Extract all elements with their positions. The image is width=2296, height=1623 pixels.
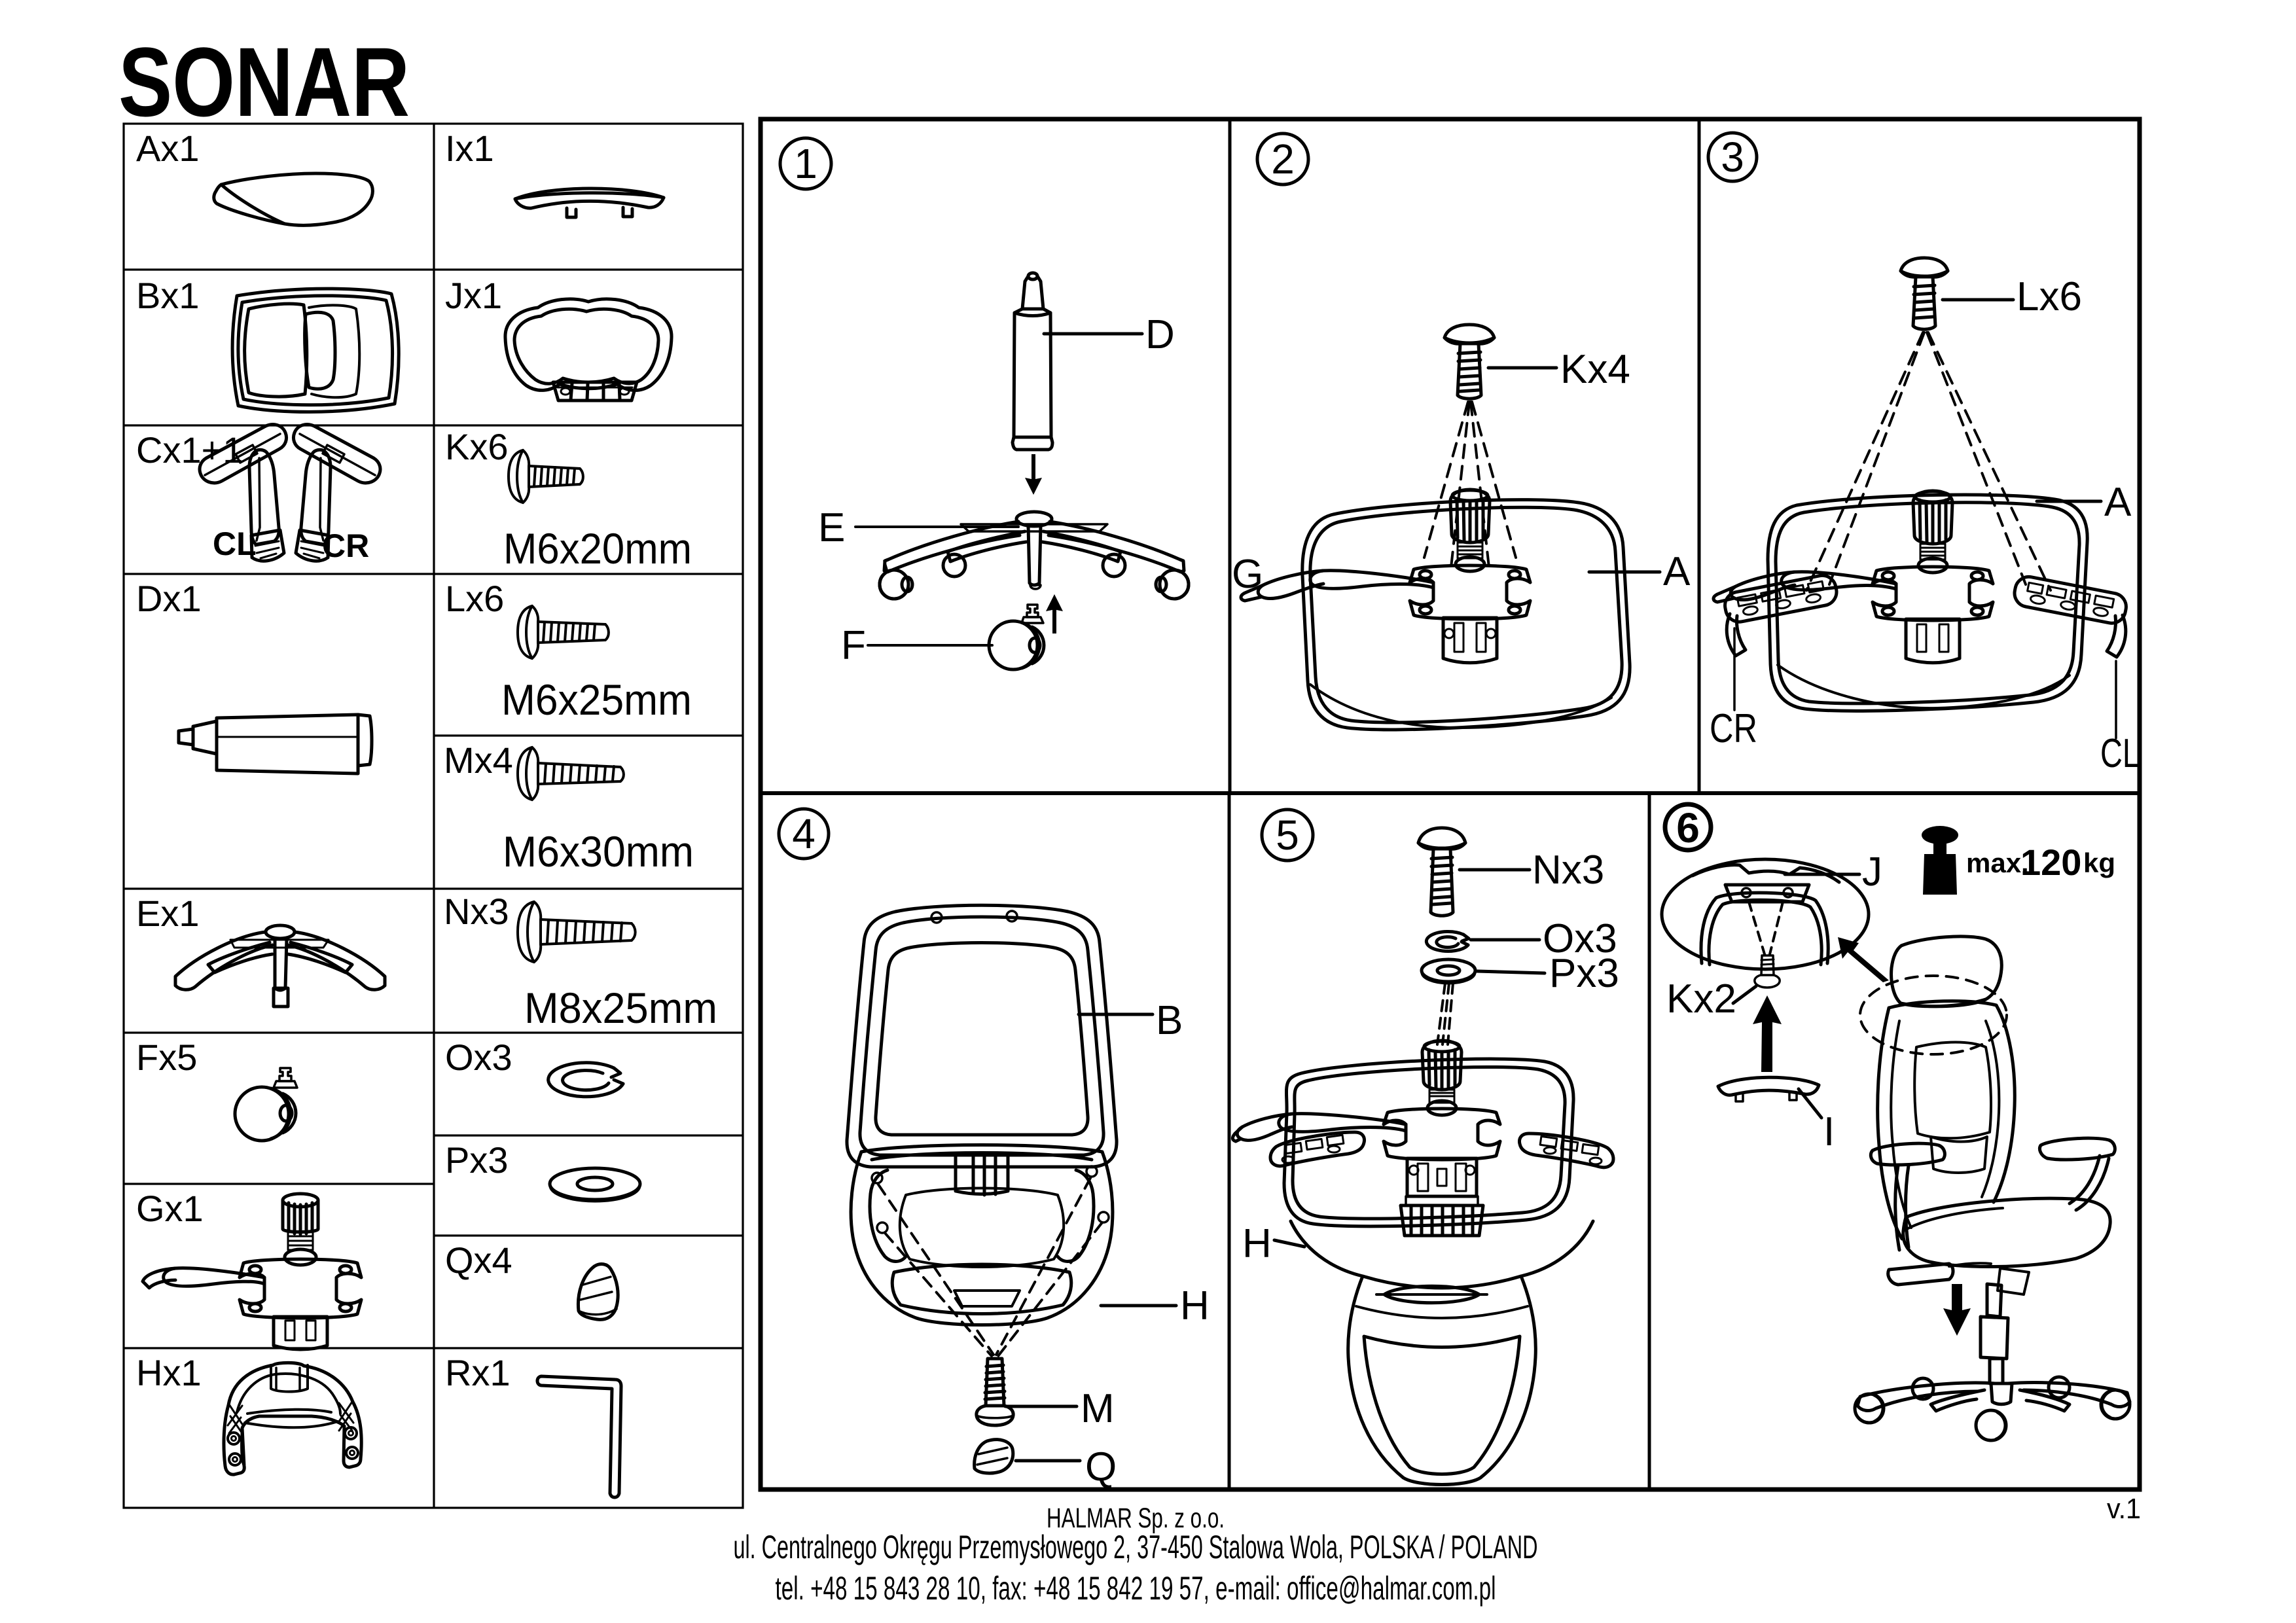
svg-text:Cx1+1: Cx1+1 bbox=[136, 429, 243, 471]
svg-text:E: E bbox=[818, 505, 845, 550]
svg-text:Kx6: Kx6 bbox=[445, 426, 509, 467]
svg-text:CL: CL bbox=[2100, 731, 2140, 776]
svg-text:CL: CL bbox=[213, 526, 257, 562]
svg-text:Rx1: Rx1 bbox=[445, 1352, 511, 1393]
svg-text:J: J bbox=[1862, 849, 1882, 895]
svg-text:Jx1: Jx1 bbox=[445, 275, 502, 316]
svg-text:F: F bbox=[841, 623, 866, 668]
svg-text:max.: max. bbox=[1966, 847, 2029, 878]
svg-text:v.1: v.1 bbox=[2107, 1493, 2141, 1525]
svg-text:M6x20mm: M6x20mm bbox=[503, 524, 692, 573]
svg-text:M8x25mm: M8x25mm bbox=[524, 984, 717, 1032]
svg-text:A: A bbox=[2104, 480, 2132, 525]
svg-text:3: 3 bbox=[1721, 134, 1744, 181]
svg-text:Px3: Px3 bbox=[1549, 951, 1619, 996]
svg-text:6: 6 bbox=[1676, 804, 1700, 851]
svg-text:tel. +48 15 843 28 10, fax: +4: tel. +48 15 843 28 10, fax: +48 15 842 1… bbox=[776, 1570, 1496, 1607]
svg-text:A: A bbox=[1663, 549, 1691, 594]
svg-text:ul. Centralnego Okręgu Przemys: ul. Centralnego Okręgu Przemysłowego 2, … bbox=[734, 1529, 1538, 1565]
svg-text:Mx4: Mx4 bbox=[444, 740, 513, 781]
svg-text:G: G bbox=[1232, 552, 1263, 597]
svg-text:Lx6: Lx6 bbox=[2017, 274, 2082, 319]
svg-text:I: I bbox=[1823, 1109, 1835, 1154]
svg-text:Hx1: Hx1 bbox=[136, 1352, 202, 1393]
svg-text:Ox3: Ox3 bbox=[445, 1037, 512, 1078]
svg-text:Lx6: Lx6 bbox=[445, 578, 504, 619]
svg-text:HALMAR Sp. z o.o.: HALMAR Sp. z o.o. bbox=[1047, 1503, 1225, 1534]
svg-text:Ix1: Ix1 bbox=[445, 128, 494, 169]
svg-text:H: H bbox=[1180, 1283, 1210, 1329]
svg-text:2: 2 bbox=[1271, 135, 1295, 183]
svg-text:Dx1: Dx1 bbox=[136, 578, 202, 619]
svg-text:5: 5 bbox=[1276, 812, 1299, 859]
svg-text:Bx1: Bx1 bbox=[136, 275, 200, 316]
svg-text:1: 1 bbox=[794, 140, 817, 187]
svg-text:Ax1: Ax1 bbox=[136, 128, 200, 169]
svg-text:Nx3: Nx3 bbox=[1532, 847, 1604, 893]
svg-text:Kx2: Kx2 bbox=[1666, 976, 1736, 1022]
svg-text:M: M bbox=[1081, 1386, 1115, 1431]
svg-text:Px3: Px3 bbox=[445, 1139, 509, 1181]
svg-text:B: B bbox=[1156, 998, 1183, 1043]
svg-text:Ox3: Ox3 bbox=[1543, 916, 1617, 961]
svg-text:120: 120 bbox=[2020, 842, 2081, 883]
svg-text:SONAR: SONAR bbox=[118, 27, 410, 137]
svg-text:Q: Q bbox=[1085, 1444, 1117, 1489]
svg-text:CR: CR bbox=[1710, 706, 1757, 751]
svg-text:Ex1: Ex1 bbox=[136, 893, 200, 934]
svg-text:Qx4: Qx4 bbox=[445, 1240, 512, 1281]
svg-text:Nx3: Nx3 bbox=[444, 891, 509, 932]
svg-text:M6x25mm: M6x25mm bbox=[501, 675, 692, 724]
svg-text:Gx1: Gx1 bbox=[136, 1188, 204, 1229]
svg-text:4: 4 bbox=[792, 810, 816, 857]
svg-text:M6x30mm: M6x30mm bbox=[503, 827, 694, 876]
svg-text:H: H bbox=[1242, 1221, 1272, 1266]
svg-text:kg: kg bbox=[2083, 847, 2115, 878]
svg-text:D: D bbox=[1145, 312, 1175, 357]
svg-text:Kx4: Kx4 bbox=[1560, 347, 1630, 392]
svg-text:Fx5: Fx5 bbox=[136, 1037, 197, 1078]
